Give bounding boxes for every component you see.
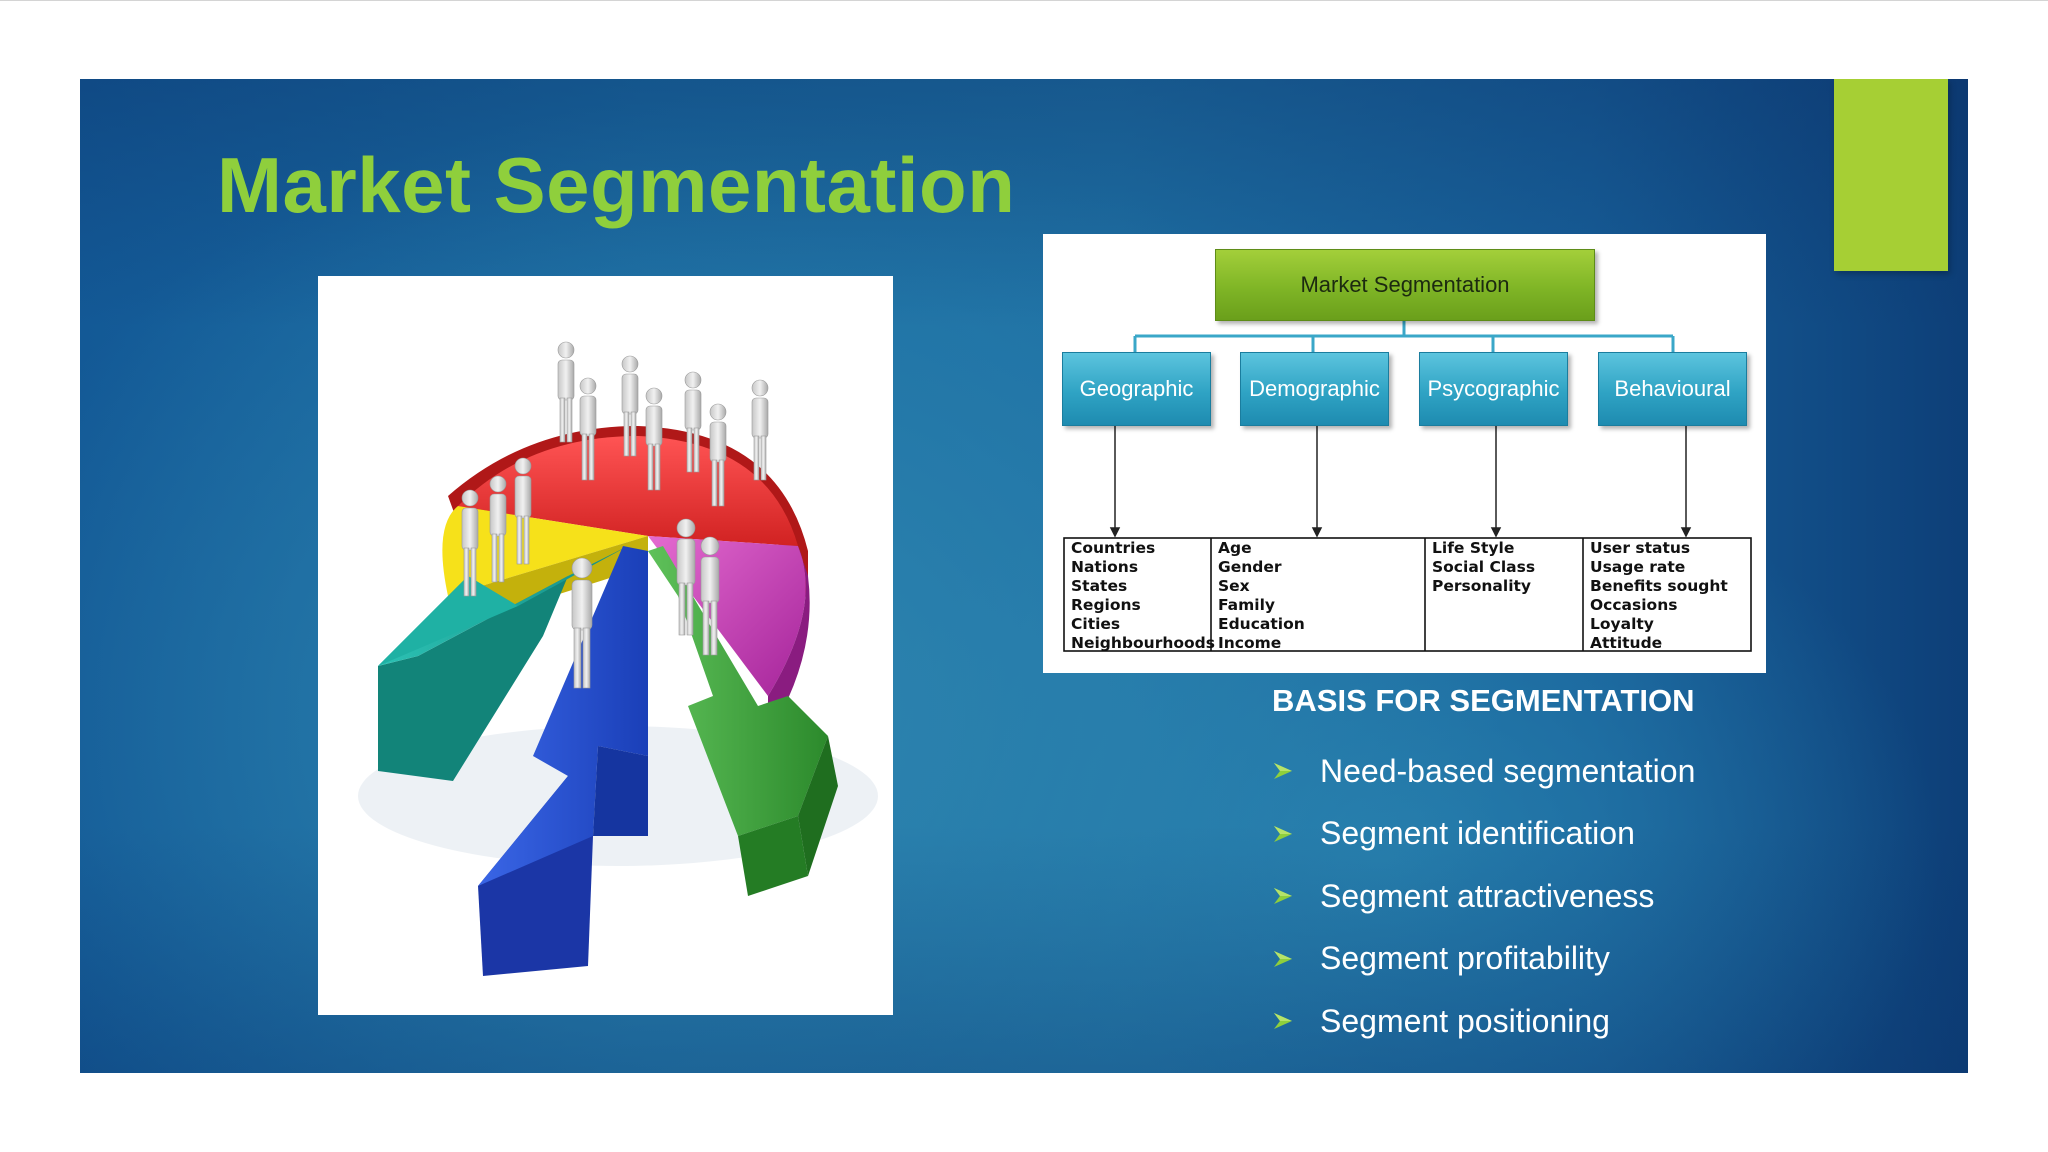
category-behavioural: Behavioural	[1598, 352, 1747, 426]
list-item: Nations	[1071, 558, 1139, 576]
list-item: Age	[1218, 539, 1252, 557]
list-item: Sex	[1218, 577, 1250, 595]
list-item: Family	[1218, 596, 1276, 614]
category-demographic: Demographic	[1240, 352, 1389, 426]
list-item: Education	[1218, 615, 1305, 633]
list-item: User status	[1590, 539, 1691, 557]
list-item: Segment positioning	[1272, 990, 1695, 1053]
list-item: Income	[1218, 634, 1282, 652]
list-item: Need-based segmentation	[1272, 740, 1695, 803]
diagram-connectors	[1063, 319, 1752, 652]
basis-item-text: Segment attractiveness	[1320, 877, 1655, 914]
arrowhead-bullet-icon	[1274, 825, 1292, 842]
arrowhead-bullet-icon	[1274, 888, 1292, 905]
top-border	[0, 0, 2048, 1]
list-item: Personality	[1432, 577, 1532, 595]
pie-chart-people-arrows-illustration	[358, 341, 878, 976]
basis-item-text: Segment identification	[1320, 815, 1635, 852]
list-item: Life Style	[1432, 539, 1515, 557]
list-item: Regions	[1071, 596, 1141, 614]
arrowhead-bullet-icon	[1274, 950, 1292, 967]
slide-title: Market Segmentation	[217, 141, 1016, 229]
list-item: Segment profitability	[1272, 928, 1695, 991]
pie-chart-people-illustration	[318, 276, 893, 1015]
list-item: Attitude	[1590, 634, 1663, 652]
list-item: Cities	[1071, 615, 1121, 633]
list-item: Benefits sought	[1590, 577, 1728, 595]
psycographic-items: Life Style Social Class Personality	[1425, 539, 1583, 651]
list-item: Social Class	[1432, 558, 1536, 576]
category-geographic: Geographic	[1062, 352, 1211, 426]
category-psycographic: Psycographic	[1419, 352, 1568, 426]
arrowhead-bullet-icon	[1274, 1013, 1292, 1030]
basis-item-text: Segment positioning	[1320, 1002, 1610, 1039]
list-item: Loyalty	[1590, 615, 1654, 633]
list-item: Segment identification	[1272, 803, 1695, 866]
accent-tab	[1834, 79, 1948, 271]
basis-item-text: Segment profitability	[1320, 940, 1610, 977]
list-item: Segment attractiveness	[1272, 865, 1695, 928]
list-item: Gender	[1218, 558, 1282, 576]
geographic-items: Countries Nations States Regions Cities …	[1064, 539, 1216, 652]
arrowhead-bullet-icon	[1274, 763, 1292, 780]
list-item: Countries	[1071, 539, 1156, 557]
basis-item-text: Need-based segmentation	[1320, 752, 1696, 789]
segmentation-diagram: Market Segmentation Geographic Demograph…	[1043, 234, 1766, 673]
list-item: Occasions	[1590, 596, 1678, 614]
diagram-root-node: Market Segmentation	[1215, 249, 1595, 321]
list-item: States	[1071, 577, 1128, 595]
basis-list: Need-based segmentation Segment identifi…	[1272, 740, 1695, 1053]
list-item: Neighbourhoods	[1071, 634, 1216, 652]
list-item: Usage rate	[1590, 558, 1686, 576]
basis-heading: BASIS FOR SEGMENTATION	[1272, 683, 1695, 718]
demographic-items: Age Gender Sex Family Education Income	[1211, 539, 1425, 652]
behavioural-items: User status Usage rate Benefits sought O…	[1583, 539, 1751, 652]
